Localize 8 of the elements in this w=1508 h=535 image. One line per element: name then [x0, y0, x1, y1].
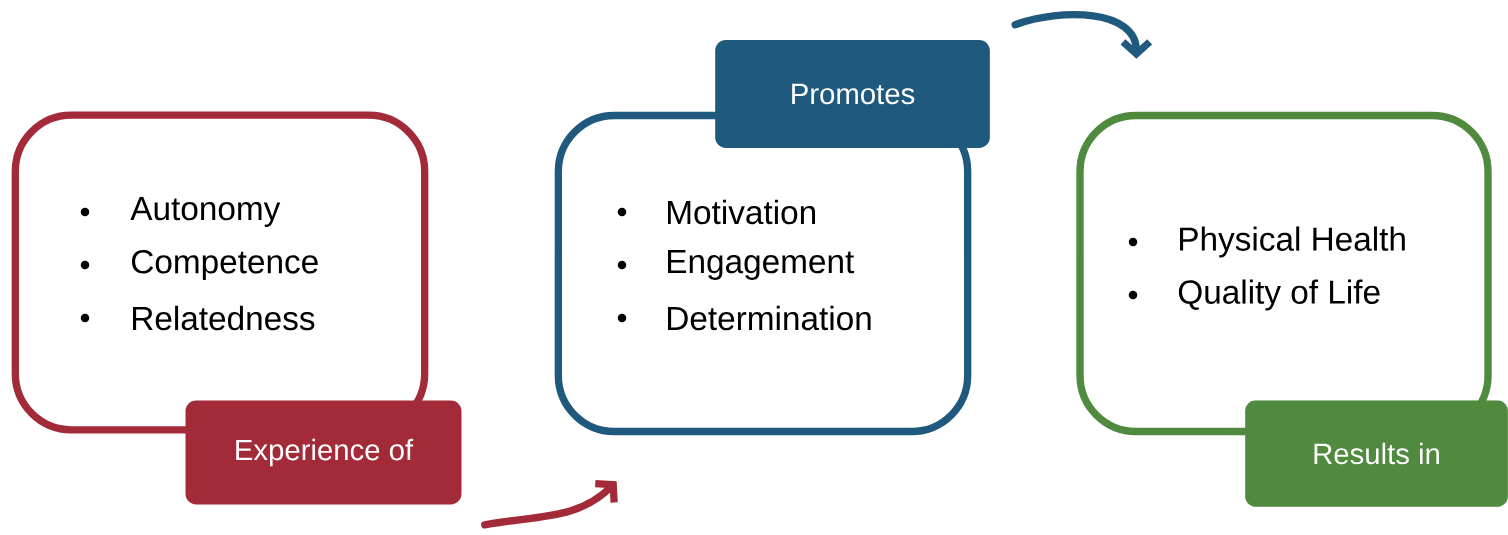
list-box: Physical Health Quality of Life	[1076, 111, 1492, 436]
label-tab: Results in	[1245, 400, 1508, 507]
list-box: Autonomy Competence Relatedness	[11, 111, 429, 434]
label-tab: Experience of	[185, 400, 462, 505]
list-box: Motivation Engagement Determination	[554, 111, 972, 436]
curved-arrow	[1011, 11, 1153, 59]
curved-arrow	[481, 480, 618, 529]
label-tab: Promotes	[715, 40, 990, 148]
